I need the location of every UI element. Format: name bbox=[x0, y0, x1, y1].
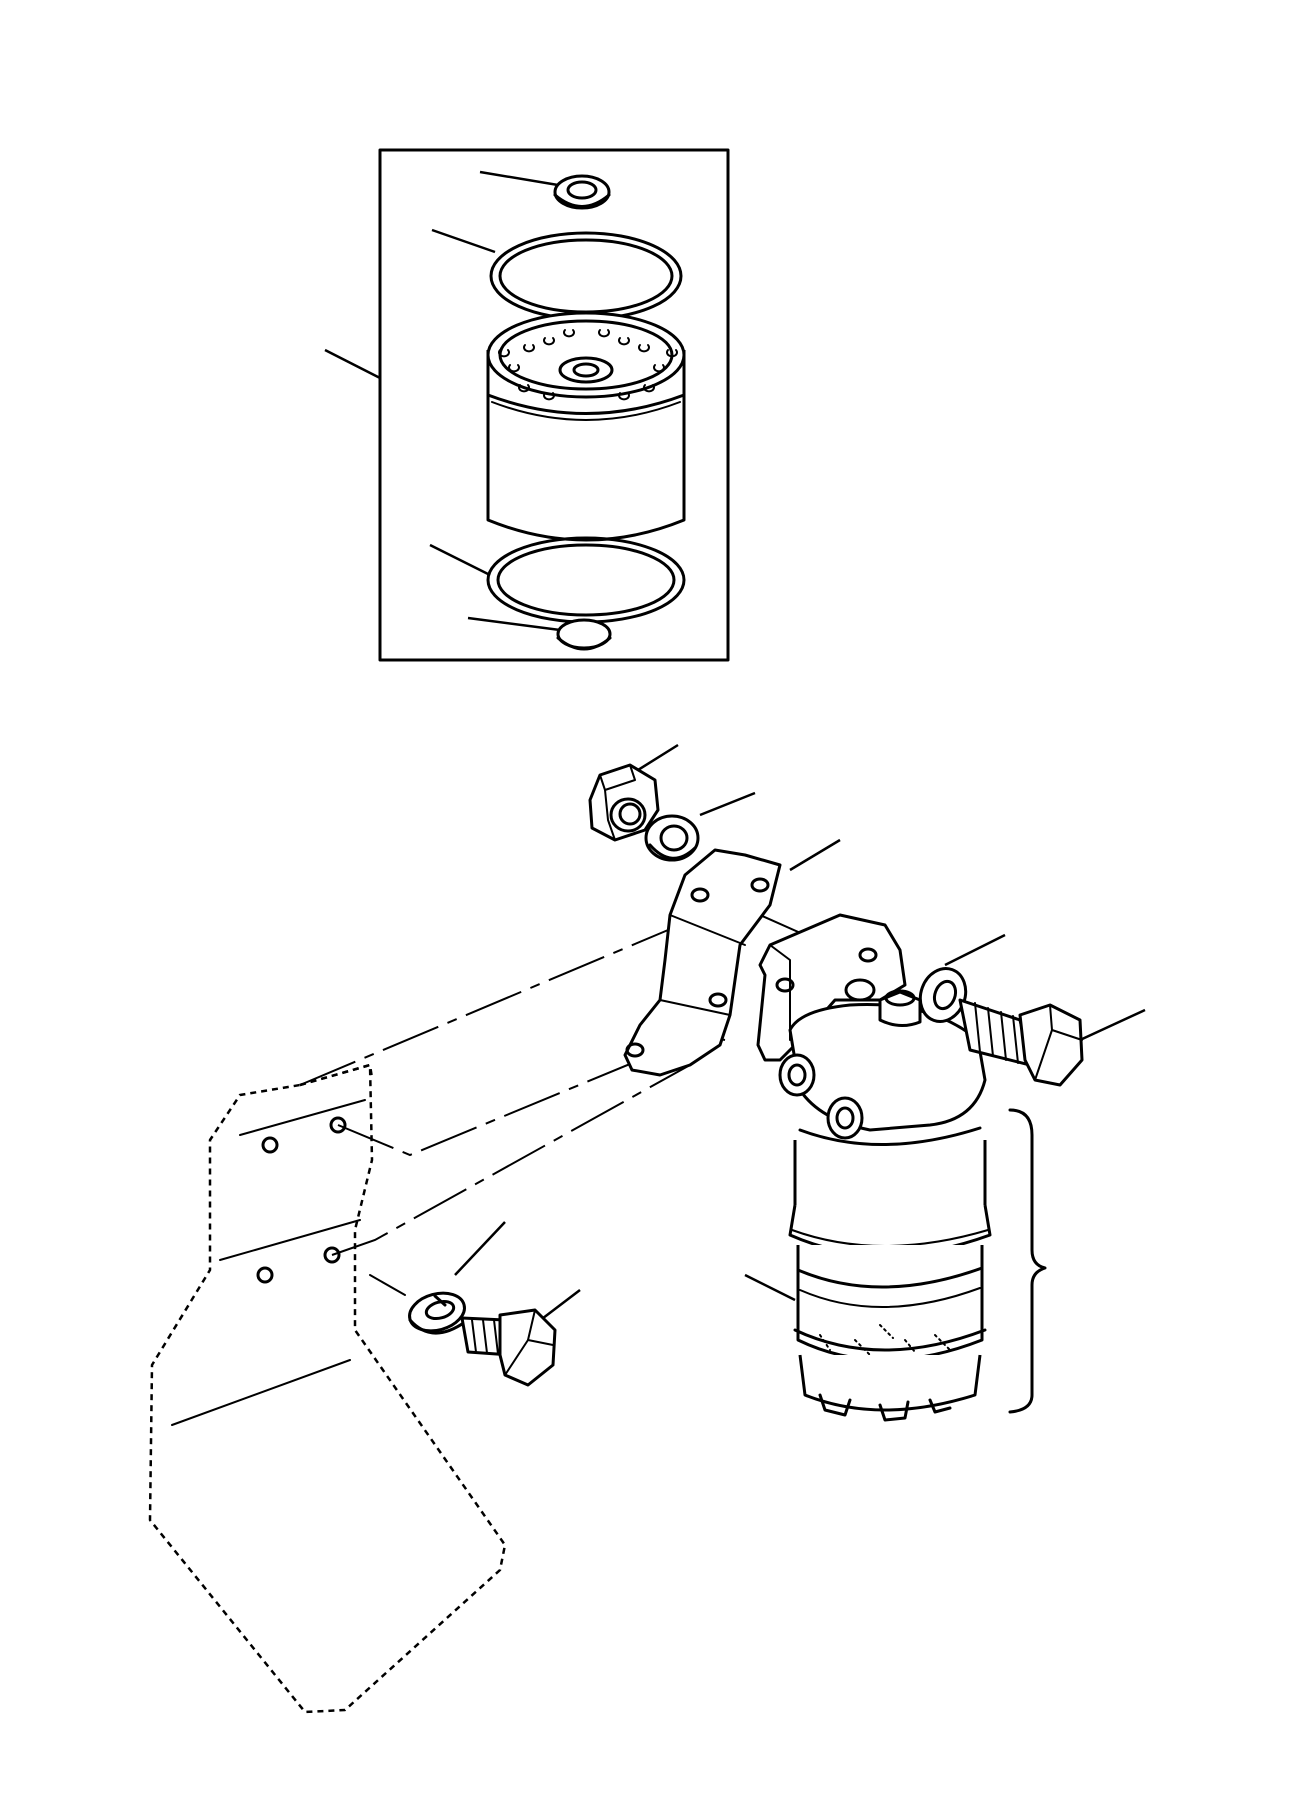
centre-lines bbox=[299, 889, 851, 1256]
filter-element bbox=[486, 311, 686, 542]
mounting-bracket bbox=[623, 838, 841, 1077]
assembly-brace bbox=[1008, 1108, 1047, 1414]
leader-seal-bottom bbox=[467, 616, 561, 632]
element-seal-top bbox=[479, 170, 611, 210]
filter-assembly bbox=[756, 913, 1047, 1422]
leader-filter-bolt bbox=[1079, 1008, 1146, 1042]
hex-nut bbox=[588, 743, 679, 842]
inset-group bbox=[324, 148, 730, 662]
leader-flat-washer bbox=[944, 933, 1006, 967]
engine-plate bbox=[148, 1063, 507, 1714]
bracket-bolt bbox=[460, 1289, 581, 1387]
leader-oring-bottom bbox=[429, 543, 491, 577]
o-ring-bottom bbox=[429, 536, 686, 624]
leader-inset bbox=[324, 348, 381, 380]
spring-washer-upper bbox=[644, 791, 756, 862]
leader-washer-lower bbox=[454, 1221, 506, 1276]
filter-bolt bbox=[958, 998, 1146, 1087]
leader-washer-upper bbox=[699, 791, 756, 817]
inset-frame bbox=[378, 148, 730, 662]
spring-washer-lower bbox=[408, 1221, 506, 1335]
o-ring-top bbox=[431, 228, 683, 321]
flat-washer bbox=[918, 933, 1006, 1023]
leader-bracket bbox=[789, 838, 841, 872]
element-seal-bottom bbox=[467, 616, 612, 651]
leader-oring-top bbox=[431, 228, 496, 254]
leader-plate-hole bbox=[369, 1274, 406, 1296]
leader-seal-top bbox=[479, 170, 559, 187]
leader-bowl bbox=[744, 1273, 796, 1302]
